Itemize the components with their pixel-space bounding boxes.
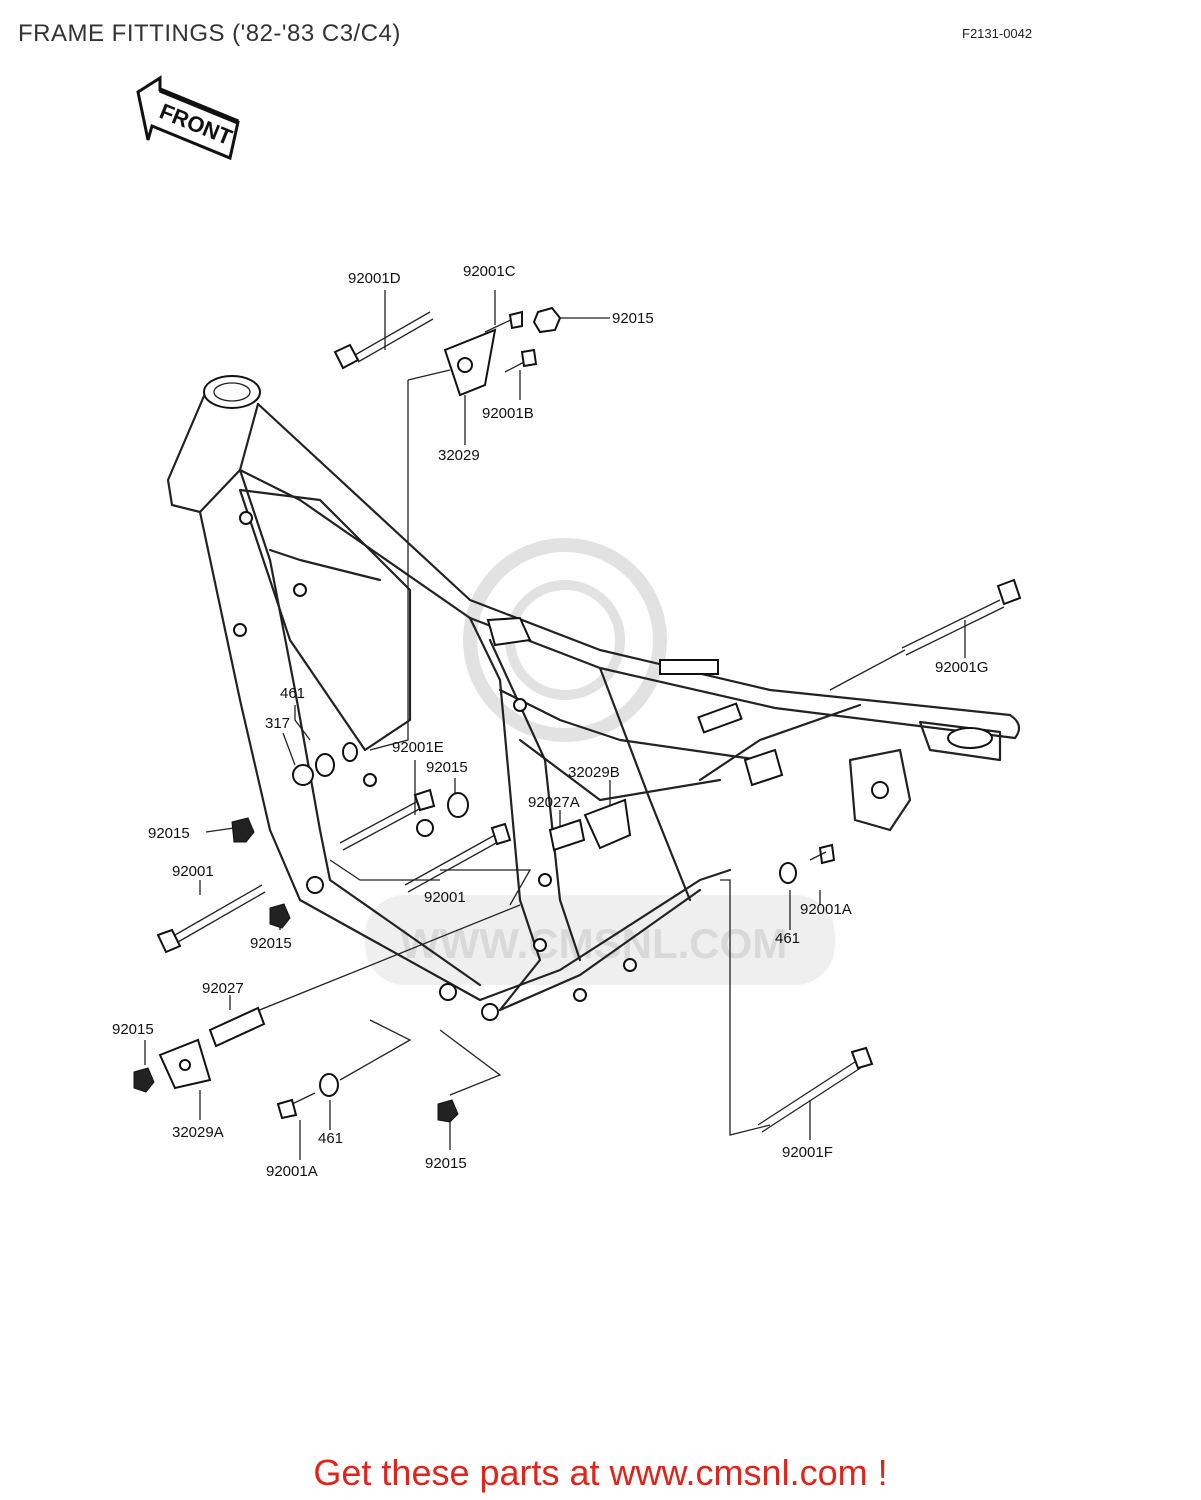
diagram-code: F2131-0042 [962,26,1033,41]
part-labels: 92001D 92001C 92015 92001B 32029 92001G … [112,263,988,1180]
part-label-92015-mid: 92015 [426,759,468,776]
washer-461-bottom [319,1073,339,1097]
part-label-92015-bl: 92015 [112,1021,154,1038]
part-label-92027A: 92027A [528,794,580,811]
front-arrow: FRONT [136,75,240,161]
part-label-92001B: 92001B [482,405,534,422]
bolt-92001-left [156,884,266,954]
bolt-92001A-bottom [276,1092,316,1120]
fasteners [133,306,1022,1133]
plate-32029B [583,798,632,850]
part-label-461-left: 461 [280,685,305,702]
bolt-92001F [757,1046,874,1133]
footer-link[interactable]: Get these parts at www.cmsnl.com ! [313,1452,888,1493]
bolt-92001D [333,311,434,370]
part-label-92001C: 92001C [463,263,516,280]
washer-461-right [779,862,797,884]
nut-92015-bottom [437,1099,459,1123]
page-title: FRAME FITTINGS ('82-'83 C3/C4) [18,20,401,47]
collar-92027A [548,818,586,852]
part-label-92001G: 92001G [935,659,988,676]
part-label-317: 317 [265,715,290,732]
watermark: WWW.CMSNL.COM [365,538,835,985]
leader-lines [144,290,966,1160]
part-label-92001-left: 92001 [172,863,214,880]
nut-92015-lower [269,903,291,929]
part-label-92001D: 92001D [348,270,401,287]
part-label-92001-mid: 92001 [424,889,466,906]
bolt-92001E [339,788,436,851]
collar-92027 [208,1006,266,1048]
part-label-32029: 32029 [438,447,480,464]
part-label-461-bottom: 461 [318,1130,343,1147]
bolt-92001A-right [818,843,836,865]
collar-317 [292,764,314,786]
bolt-92001-mid [404,822,512,893]
nut-92015-top [532,306,562,334]
washer-461-left [315,753,335,777]
part-label-461-right: 461 [775,930,800,947]
nut-92015-left [231,817,255,843]
frame-fittings-diagram: WWW.CMSNL.COM FRONT [112,75,1022,1180]
part-label-32029B: 32029B [568,764,620,781]
part-label-92001A-bottom: 92001A [266,1163,318,1180]
part-label-92001E: 92001E [392,739,444,756]
nut-92015-bl [133,1067,155,1093]
part-label-92001F: 92001F [782,1144,833,1161]
part-label-92015-lower: 92015 [250,935,292,952]
part-label-32029A: 32029A [172,1124,224,1141]
part-label-92001A-right: 92001A [800,901,852,918]
watermark-text: WWW.CMSNL.COM [400,920,787,967]
part-label-92015-bottom: 92015 [425,1155,467,1172]
nut-92015-mid [447,792,469,818]
part-label-92015-left: 92015 [148,825,190,842]
bolt-92001G [901,578,1022,656]
part-label-92015-top: 92015 [612,310,654,327]
part-label-92027: 92027 [202,980,244,997]
